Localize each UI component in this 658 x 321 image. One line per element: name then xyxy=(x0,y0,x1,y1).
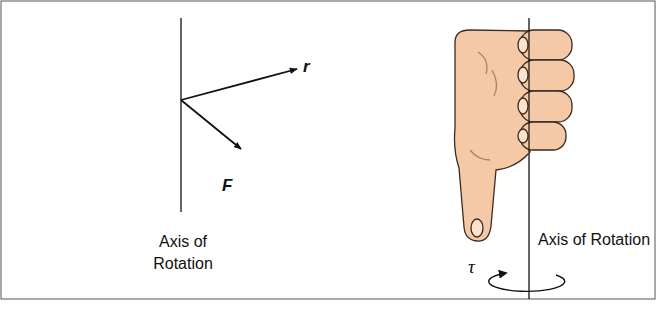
fingernail xyxy=(518,129,528,143)
right-hand xyxy=(455,30,575,241)
palm xyxy=(455,30,531,241)
rotation-arrow xyxy=(489,273,565,291)
vector-label: F xyxy=(222,175,232,197)
crease xyxy=(470,150,490,160)
position-vector xyxy=(181,69,297,100)
axis-label: Axis of Rotation xyxy=(538,229,650,251)
thumbnail xyxy=(471,219,483,237)
force-vector xyxy=(181,100,241,149)
rotation-axis xyxy=(180,18,181,212)
frame xyxy=(1,1,655,299)
fingernail xyxy=(518,98,528,114)
fingernail xyxy=(518,37,528,53)
rotation-axis xyxy=(528,30,529,152)
fingernail xyxy=(518,67,528,83)
rotation-axis xyxy=(528,18,529,299)
crease xyxy=(478,52,487,74)
torque-symbol: τ xyxy=(468,256,475,278)
vector-label: r xyxy=(303,56,310,78)
crease xyxy=(492,70,497,96)
axis-label: Axis of Rotation xyxy=(136,231,230,275)
